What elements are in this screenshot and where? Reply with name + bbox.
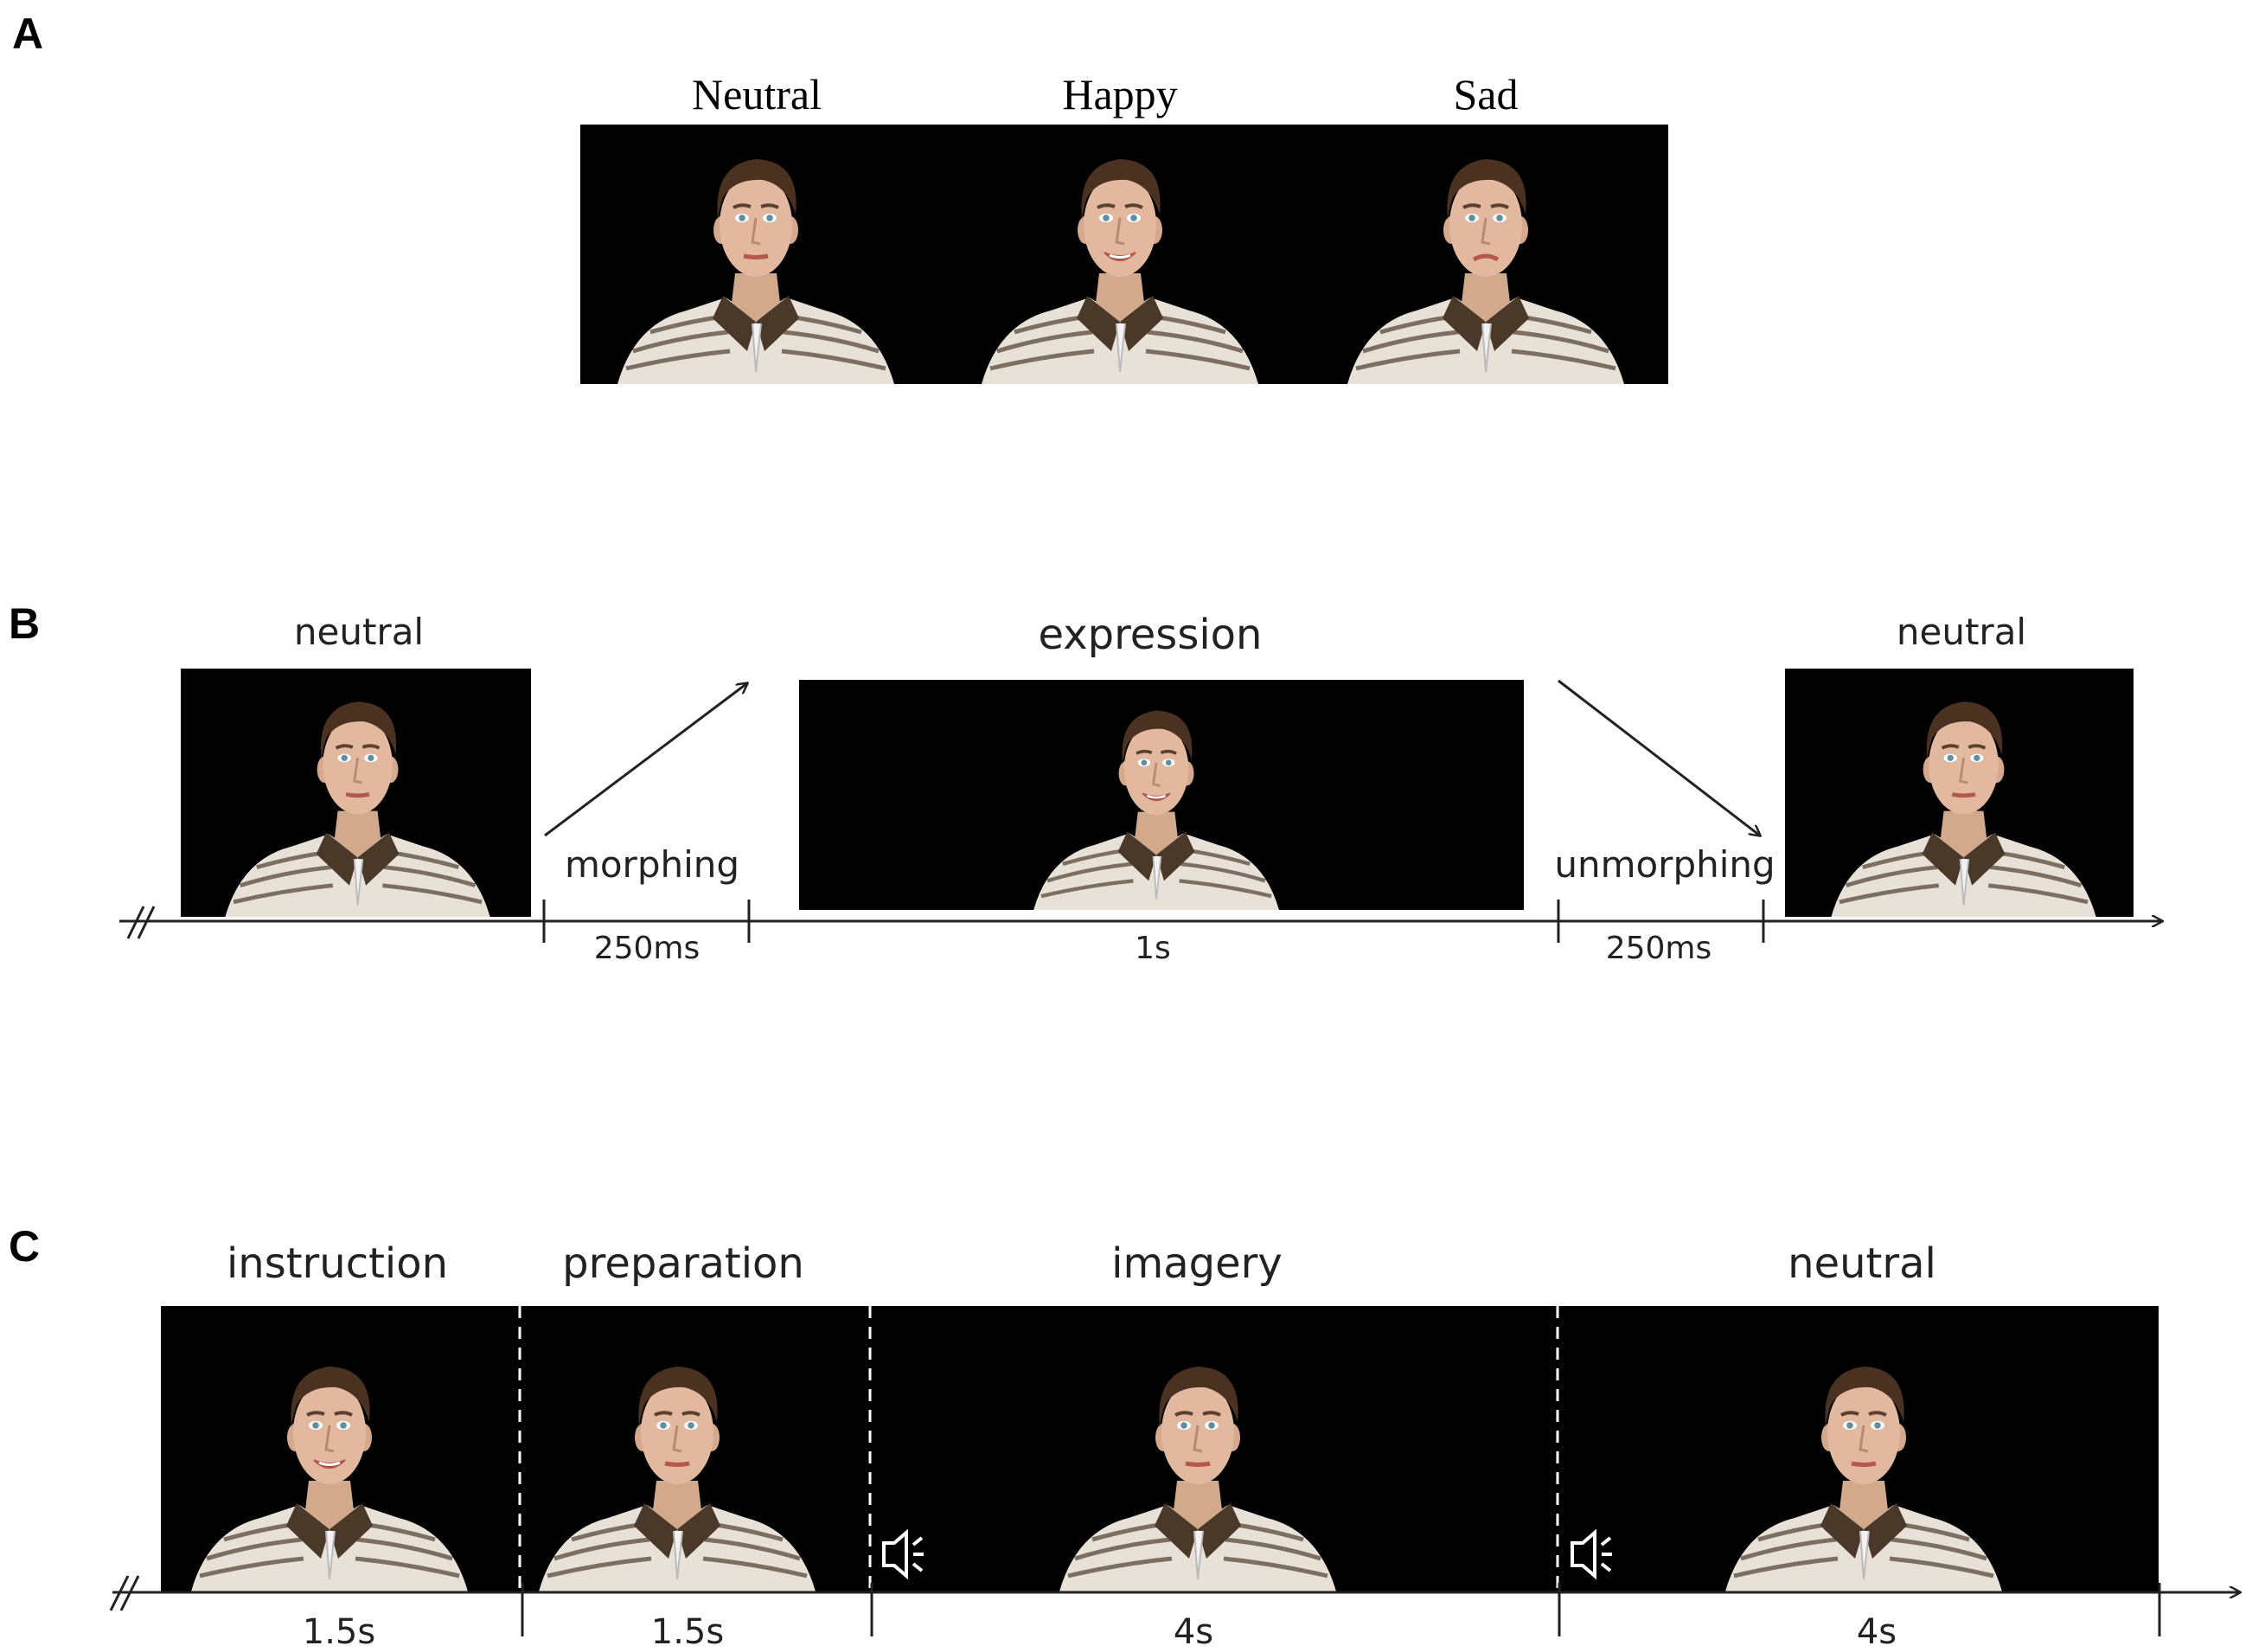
panel-c-letter: C — [9, 1222, 40, 1271]
panel-b-letter: B — [9, 599, 40, 648]
panel-c-label-preparation: preparation — [562, 1239, 804, 1288]
speaker-icon — [1571, 1528, 1612, 1580]
panel-b-unmorph-arrow — [1558, 679, 1760, 836]
panel-b-label-unmorphing: unmorphing — [1554, 843, 1775, 886]
panel-a-label-happy: Happy — [1062, 70, 1177, 118]
panel-c-duration-preparation: 1.5s — [651, 1612, 724, 1652]
panel-a-label-neutral: Neutral — [692, 70, 822, 118]
panel-b-label-morphing: morphing — [565, 843, 739, 886]
panel-c-break-mark — [109, 1575, 140, 1611]
panel-b-duration-expression: 1s — [1135, 931, 1171, 966]
panel-c-label-imagery: imagery — [1111, 1239, 1283, 1288]
panel-c-duration-imagery: 4s — [1174, 1612, 1213, 1652]
panel-b-ticks — [542, 900, 1765, 943]
panel-b-label-neutral-start: neutral — [294, 611, 424, 653]
panel-c-label-neutral: neutral — [1788, 1239, 1936, 1288]
panel-c-ticks — [521, 1583, 2161, 1636]
panel-a-label-sad: Sad — [1454, 70, 1519, 118]
panel-b-duration-unmorphing: 250ms — [1606, 931, 1712, 966]
panel-b-morph-arrow — [544, 683, 747, 837]
panel-b-break-mark — [126, 906, 156, 939]
panel-c-label-instruction: instruction — [227, 1239, 448, 1288]
panel-b-duration-morphing: 250ms — [594, 931, 701, 966]
panel-b-label-expression: expression — [1039, 611, 1263, 659]
panel-c-duration-instruction: 1.5s — [303, 1612, 375, 1652]
speaker-icon — [882, 1528, 924, 1580]
panel-c-duration-neutral: 4s — [1857, 1612, 1897, 1652]
panel-c-phase-separators — [518, 1306, 1559, 1591]
panel-b-label-neutral-end: neutral — [1897, 611, 2026, 653]
panel-a-letter: A — [12, 10, 43, 58]
